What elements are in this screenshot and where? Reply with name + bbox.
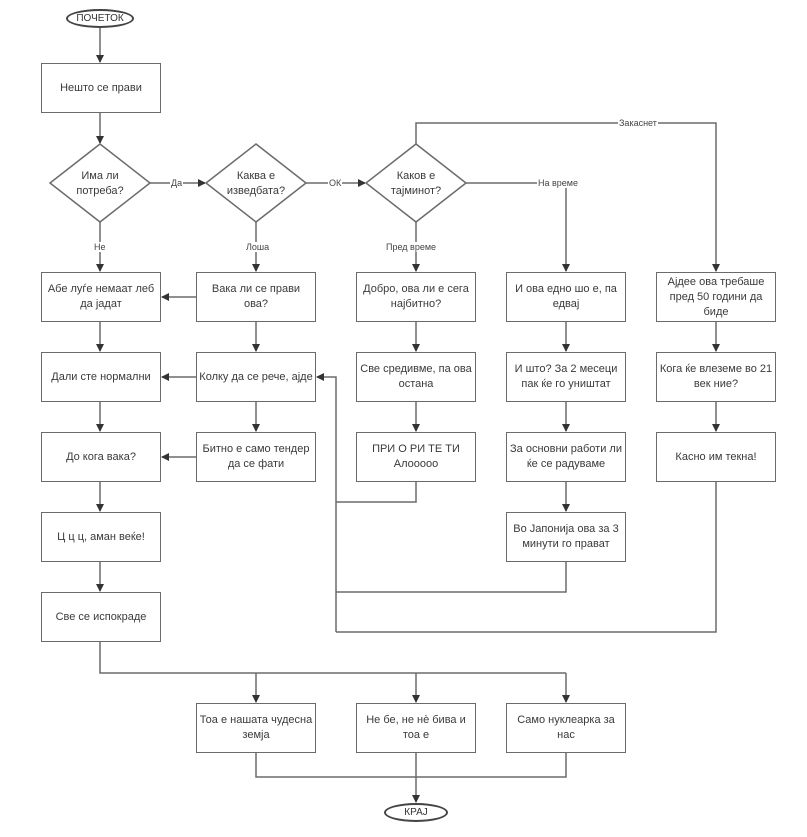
late-step-2: Кога ќе влеземе во 21 век ние? — [656, 352, 776, 402]
bad-step-3: Битно е само тендер да се фати — [196, 432, 316, 482]
outcome-1: Тоа е нашата чудесна земја — [196, 703, 316, 753]
no-step-2: Дали сте нормални — [41, 352, 161, 402]
ontime-step-3: За основни работи ли ќе се радуваме — [506, 432, 626, 482]
no-step-3: До кога вака? — [41, 432, 161, 482]
ontime-step-2: И што? За 2 месеци пак ќе го уништат — [506, 352, 626, 402]
no-step-5: Све се испокраде — [41, 592, 161, 642]
label-late: Закаснет — [618, 118, 658, 128]
outcome-2: Не бе, не нè бива и тоа е — [356, 703, 476, 753]
no-step-1: Абе луѓе немаат леб да јадат — [41, 272, 161, 322]
edge-timing-on-time — [466, 182, 570, 272]
label-no: Не — [93, 242, 107, 252]
late-step-3: Касно им текна! — [656, 432, 776, 482]
decision-timing-text: Каков е тајминот? — [390, 170, 442, 197]
edge-timing-late — [415, 122, 720, 272]
label-ok: ОК — [328, 178, 343, 188]
early-step-1: Добро, ова ли е сега најбитно? — [356, 272, 476, 322]
edge-loop-to-bad2 — [316, 373, 337, 632]
edge-ontime4-to-loop — [336, 562, 567, 593]
decision-need — [48, 143, 152, 223]
early-step-3: ПРИ О РИ ТЕ ТИ Алооооо — [356, 432, 476, 482]
bad-step-1: Вака ли се прави ова? — [196, 272, 316, 322]
start-terminal: ПОЧЕТОК — [66, 9, 134, 28]
edge-early3-to-loop — [336, 482, 417, 503]
edge-outcomes-merge — [255, 753, 567, 778]
process-something-happens: Нешто се прави — [41, 63, 161, 113]
decision-timing — [364, 143, 468, 223]
no-step-4: Ц ц ц, аман веќе! — [41, 512, 161, 562]
decision-quality-text: Каква е изведбата? — [226, 170, 286, 197]
early-step-2: Све средивме, па ова остана — [356, 352, 476, 402]
edge-late3-to-loop — [336, 482, 717, 633]
label-early: Пред време — [385, 242, 438, 252]
ontime-step-4: Во Јапонија ова за 3 минути го прават — [506, 512, 626, 562]
label-bad: Лоша — [245, 242, 271, 252]
decision-need-text: Има ли потреба? — [76, 170, 124, 197]
label-yes: Да — [170, 178, 184, 188]
outcome-3: Само нуклеарка за нас — [506, 703, 626, 753]
end-terminal: КРАЈ — [384, 803, 448, 822]
late-step-1: Ајдее ова требаше пред 50 години да биде — [656, 272, 776, 322]
bad-step-2: Колку да се рече, ајде — [196, 352, 316, 402]
decision-quality — [204, 143, 308, 223]
ontime-step-1: И ова едно шо е, па едвај — [506, 272, 626, 322]
edge-stolen-to-outcomes — [99, 642, 566, 674]
label-on-time: На време — [537, 178, 579, 188]
